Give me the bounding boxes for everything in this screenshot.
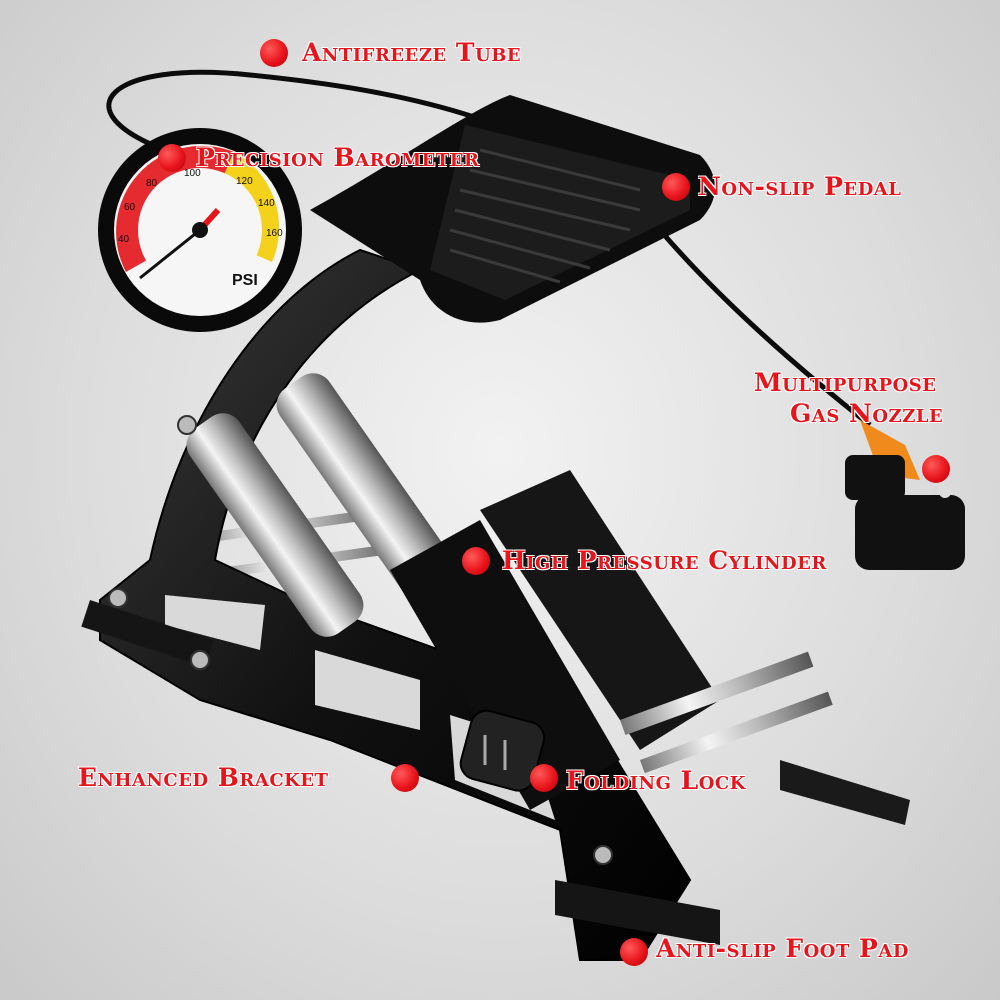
callout-dot-antifreeze-tube: [260, 39, 288, 67]
callout-dot-anti-slip-foot-pad: [620, 938, 648, 966]
gauge-unit: PSI: [232, 272, 258, 289]
gauge-tick: 60: [124, 202, 136, 213]
gauge-tick: 100: [184, 168, 201, 179]
callout-dot-high-pressure-cylinder: [462, 547, 490, 575]
gauge-tick: 160: [266, 228, 283, 239]
callout-dot-folding-lock: [530, 764, 558, 792]
multipurpose-gas-nozzle: [845, 420, 965, 570]
label-anti-slip-foot-pad: Anti-slip Foot Pad: [656, 934, 909, 963]
antifreeze-tube: [106, 69, 872, 427]
label-antifreeze-tube: Antifreeze Tube: [302, 38, 522, 67]
label-multipurpose-line1: Multipurpose: [754, 368, 937, 397]
gauge-tick: 80: [146, 178, 158, 189]
label-folding-lock: Folding Lock: [566, 766, 746, 795]
callout-dot-precision-barometer: [158, 144, 186, 172]
non-slip-pedal: [310, 95, 715, 323]
high-pressure-cylinders: [186, 373, 833, 810]
gauge-tick: 40: [118, 234, 130, 245]
anti-slip-foot-pad-left: [81, 600, 214, 667]
folding-lock: [459, 709, 546, 792]
callout-dot-enhanced-bracket: [391, 764, 419, 792]
label-high-pressure-cylinder: High Pressure Cylinder: [502, 546, 827, 575]
label-enhanced-bracket: Enhanced Bracket: [78, 763, 329, 792]
anti-slip-foot-pad: [555, 880, 720, 945]
callout-dot-non-slip-pedal: [662, 173, 690, 201]
callout-dot-multipurpose-nozzle: [922, 455, 950, 483]
screws: [108, 415, 613, 865]
label-multipurpose-line2: Gas Nozzle: [790, 399, 944, 428]
label-precision-barometer: Precision Barometer: [196, 143, 480, 172]
anti-slip-foot-pad-right: [780, 760, 910, 825]
label-non-slip-pedal: Non-slip Pedal: [698, 172, 902, 201]
gauge-tick: 120: [236, 176, 253, 187]
gauge-tick: 140: [258, 198, 275, 209]
precision-barometer: PSI 40 60 80 100 120 140 160: [98, 128, 302, 332]
